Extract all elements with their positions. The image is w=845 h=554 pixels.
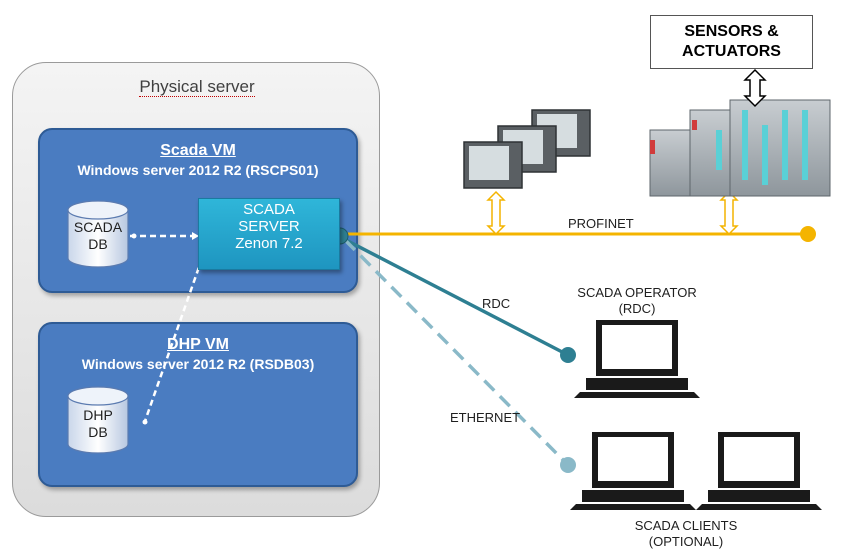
dhp-db-icon bbox=[67, 386, 129, 454]
scada-operator-label: SCADA OPERATOR (RDC) bbox=[577, 285, 697, 316]
computer-icon bbox=[696, 432, 822, 510]
computer-icon bbox=[574, 320, 700, 398]
hmi-panel-icon bbox=[463, 109, 591, 189]
ethernet-label: ETHERNET bbox=[450, 410, 521, 425]
sensors-actuators-box: SENSORS & ACTUATORS bbox=[650, 15, 813, 69]
computer-icon bbox=[570, 432, 696, 510]
ethernet-line bbox=[343, 238, 576, 473]
scada-db-icon bbox=[67, 200, 129, 268]
dhp-vm-box: DHP VM Windows server 2012 R2 (RSDB03) bbox=[38, 322, 358, 487]
rdc-label: RDC bbox=[482, 296, 511, 311]
bidirectional-arrow-icon bbox=[486, 190, 739, 236]
dhp-vm-title: DHP VM bbox=[167, 336, 229, 353]
rdc-line bbox=[341, 236, 576, 363]
scada-vm-title: Scada VM bbox=[160, 142, 236, 159]
scada-server-box: SCADA SERVER Zenon 7.2 bbox=[198, 198, 340, 270]
profinet-label: PROFINET bbox=[568, 216, 634, 231]
dhp-vm-subtitle: Windows server 2012 R2 (RSDB03) bbox=[81, 356, 315, 372]
sensor-arrow-icon bbox=[743, 68, 767, 108]
physical-server-label: Physical server bbox=[139, 77, 255, 97]
scada-clients-label: SCADA CLIENTS (OPTIONAL) bbox=[634, 518, 738, 549]
scada-vm-subtitle: Windows server 2012 R2 (RSCPS01) bbox=[77, 162, 319, 178]
plc-rack-icon bbox=[649, 99, 831, 197]
